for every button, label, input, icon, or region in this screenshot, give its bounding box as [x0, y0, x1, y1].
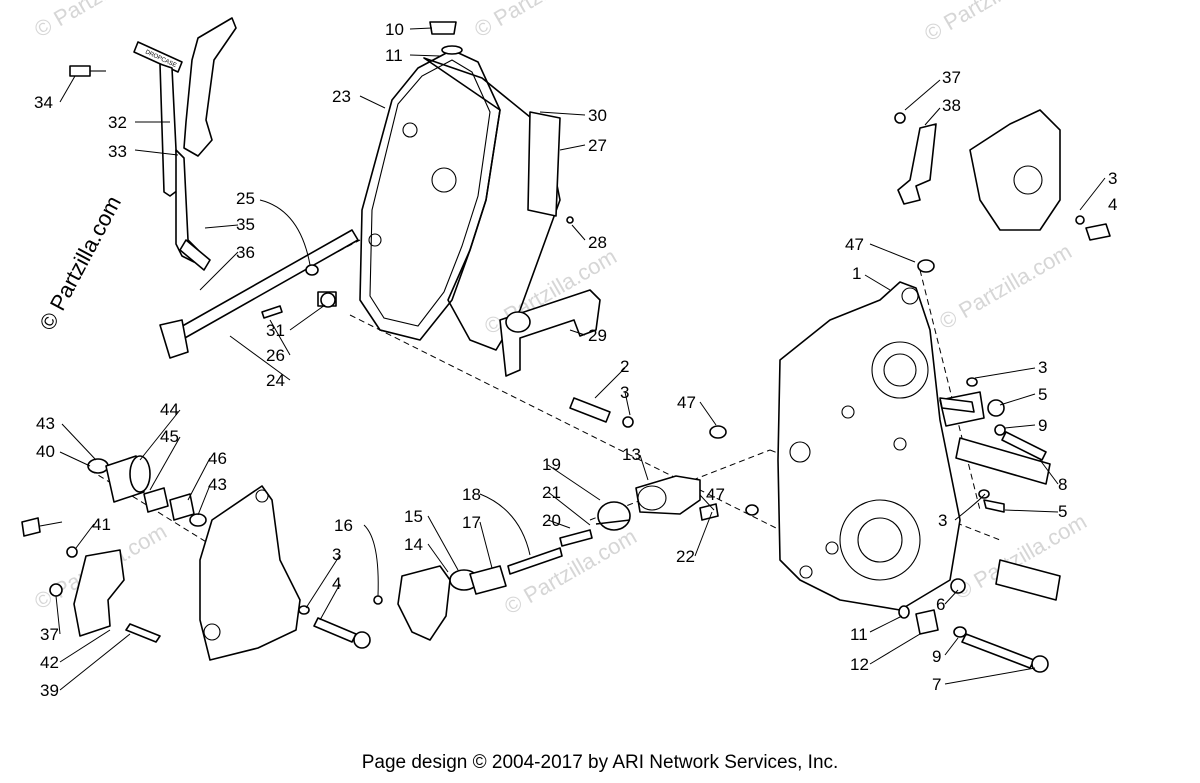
callout-37: 37 [40, 625, 59, 644]
callout-33: 33 [108, 142, 127, 161]
callout-43: 43 [208, 475, 227, 494]
callout-40: 40 [36, 442, 55, 461]
watermark: © Partzilla.com [935, 239, 1076, 335]
callout-35: 35 [236, 215, 255, 234]
callout-19: 19 [542, 455, 561, 474]
callout-37: 37 [942, 68, 961, 87]
callout-41: 41 [92, 515, 111, 534]
callout-47: 47 [706, 485, 725, 504]
callout-42: 42 [40, 653, 59, 672]
callout-30: 30 [588, 106, 607, 125]
callout-3: 3 [938, 511, 947, 530]
callout-14: 14 [404, 535, 423, 554]
callout-2: 2 [620, 357, 629, 376]
bracket [320, 216, 601, 377]
callout-labels: 10 11 23 30 27 28 29 25 35 36 31 26 24 3… [34, 20, 1117, 700]
callout-17: 17 [462, 513, 481, 532]
watermark: © Partzilla.com [920, 0, 1061, 46]
callout-8: 8 [1058, 475, 1067, 494]
callout-24: 24 [266, 371, 285, 390]
callout-7: 7 [932, 675, 941, 694]
gear-case [777, 281, 961, 611]
callout-46: 46 [208, 449, 227, 468]
callout-3: 3 [1108, 169, 1117, 188]
center-hub [373, 475, 719, 641]
callout-16: 16 [334, 516, 353, 535]
callout-45: 45 [160, 427, 179, 446]
callout-4: 4 [332, 574, 341, 593]
callout-1: 1 [852, 264, 861, 283]
copyright-text: Page design © 2004-2017 by ARI Network S… [361, 752, 839, 773]
right-bolts [569, 259, 1049, 673]
watermark: © Partzilla.com [30, 0, 171, 42]
callout-11: 11 [850, 625, 868, 644]
callout-47: 47 [845, 235, 864, 254]
leader-lines [55, 27, 1106, 691]
callout-26: 26 [266, 346, 285, 365]
watermark-dark: © Partzilla.com [34, 192, 126, 335]
callout-12: 12 [850, 655, 869, 674]
callout-3: 3 [620, 383, 629, 402]
callout-10: 10 [385, 20, 404, 39]
lower-cover [199, 485, 301, 661]
callout-23: 23 [332, 87, 351, 106]
callout-47: 47 [677, 393, 696, 412]
shift-lever: DROPCASE [69, 17, 237, 271]
callout-11: 11 [385, 46, 403, 65]
callout-22: 22 [676, 547, 695, 566]
callout-15: 15 [404, 507, 423, 526]
callout-21: 21 [542, 483, 561, 502]
callout-6: 6 [936, 595, 945, 614]
callout-44: 44 [160, 400, 179, 419]
callout-28: 28 [588, 233, 607, 252]
callout-4: 4 [1108, 195, 1117, 214]
callout-9: 9 [1038, 416, 1047, 435]
callout-39: 39 [40, 681, 59, 700]
callout-43: 43 [36, 414, 55, 433]
callout-29: 29 [588, 326, 607, 345]
callout-25: 25 [236, 189, 255, 208]
callout-31: 31 [266, 321, 285, 340]
callout-27: 27 [588, 136, 607, 155]
callout-5: 5 [1058, 502, 1067, 521]
callout-36: 36 [236, 243, 255, 262]
upper-right-bracket [894, 109, 1111, 241]
callout-34: 34 [34, 93, 53, 112]
bolt-4-lower [298, 605, 371, 649]
callout-32: 32 [108, 113, 127, 132]
callout-18: 18 [462, 485, 481, 504]
callout-5: 5 [1038, 385, 1047, 404]
callout-3: 3 [332, 545, 341, 564]
callout-38: 38 [942, 96, 961, 115]
watermark: © Partzilla.com [470, 0, 611, 42]
callout-9: 9 [932, 647, 941, 666]
case-cover [359, 21, 561, 351]
callout-13: 13 [622, 445, 641, 464]
callout-20: 20 [542, 511, 561, 530]
callout-3: 3 [1038, 358, 1047, 377]
